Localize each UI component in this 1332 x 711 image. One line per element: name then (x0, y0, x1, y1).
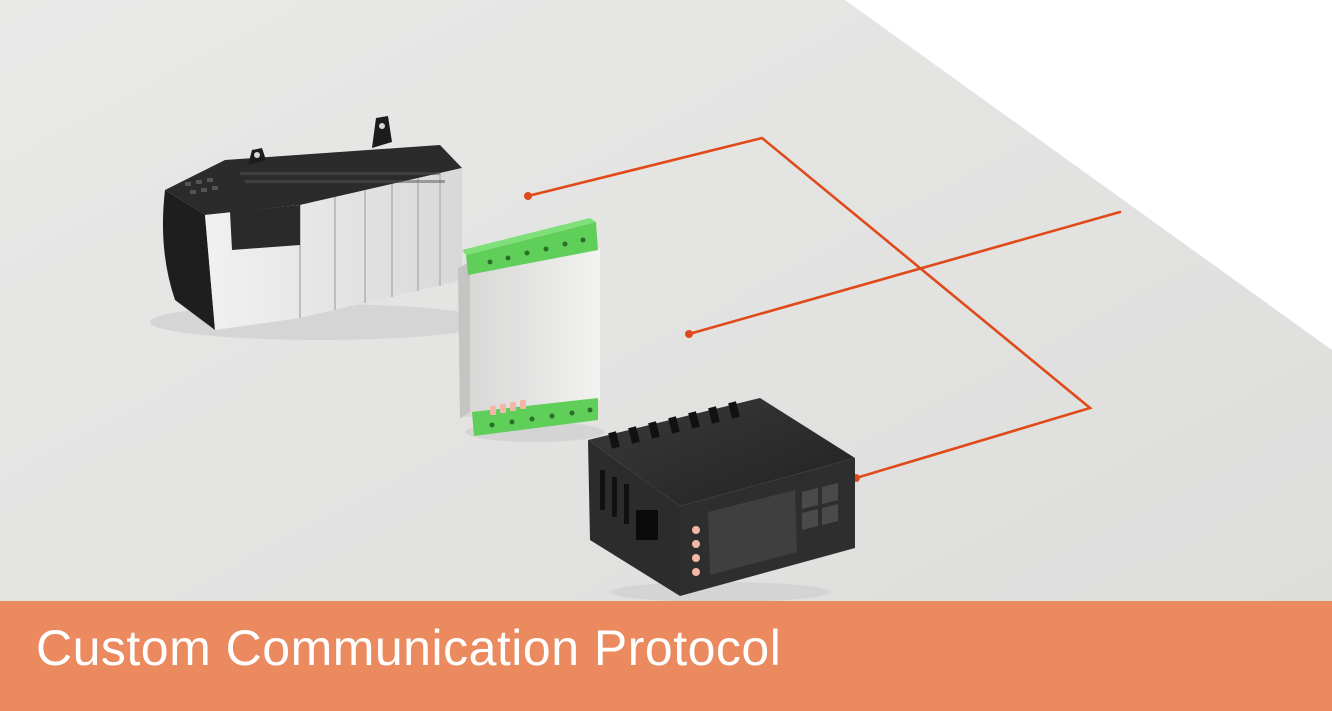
banner-title: Custom Communication Protocol (36, 620, 782, 676)
panel-controller-display (588, 398, 855, 602)
wire-module-to-edge (687, 210, 1122, 336)
signal-converter-module (458, 218, 605, 442)
wire-plc-to-display (526, 136, 1093, 480)
title-banner (0, 601, 1332, 711)
wire-endpoint-1 (524, 192, 532, 200)
wire-endpoint-2 (685, 330, 693, 338)
plc-controller (150, 116, 490, 340)
